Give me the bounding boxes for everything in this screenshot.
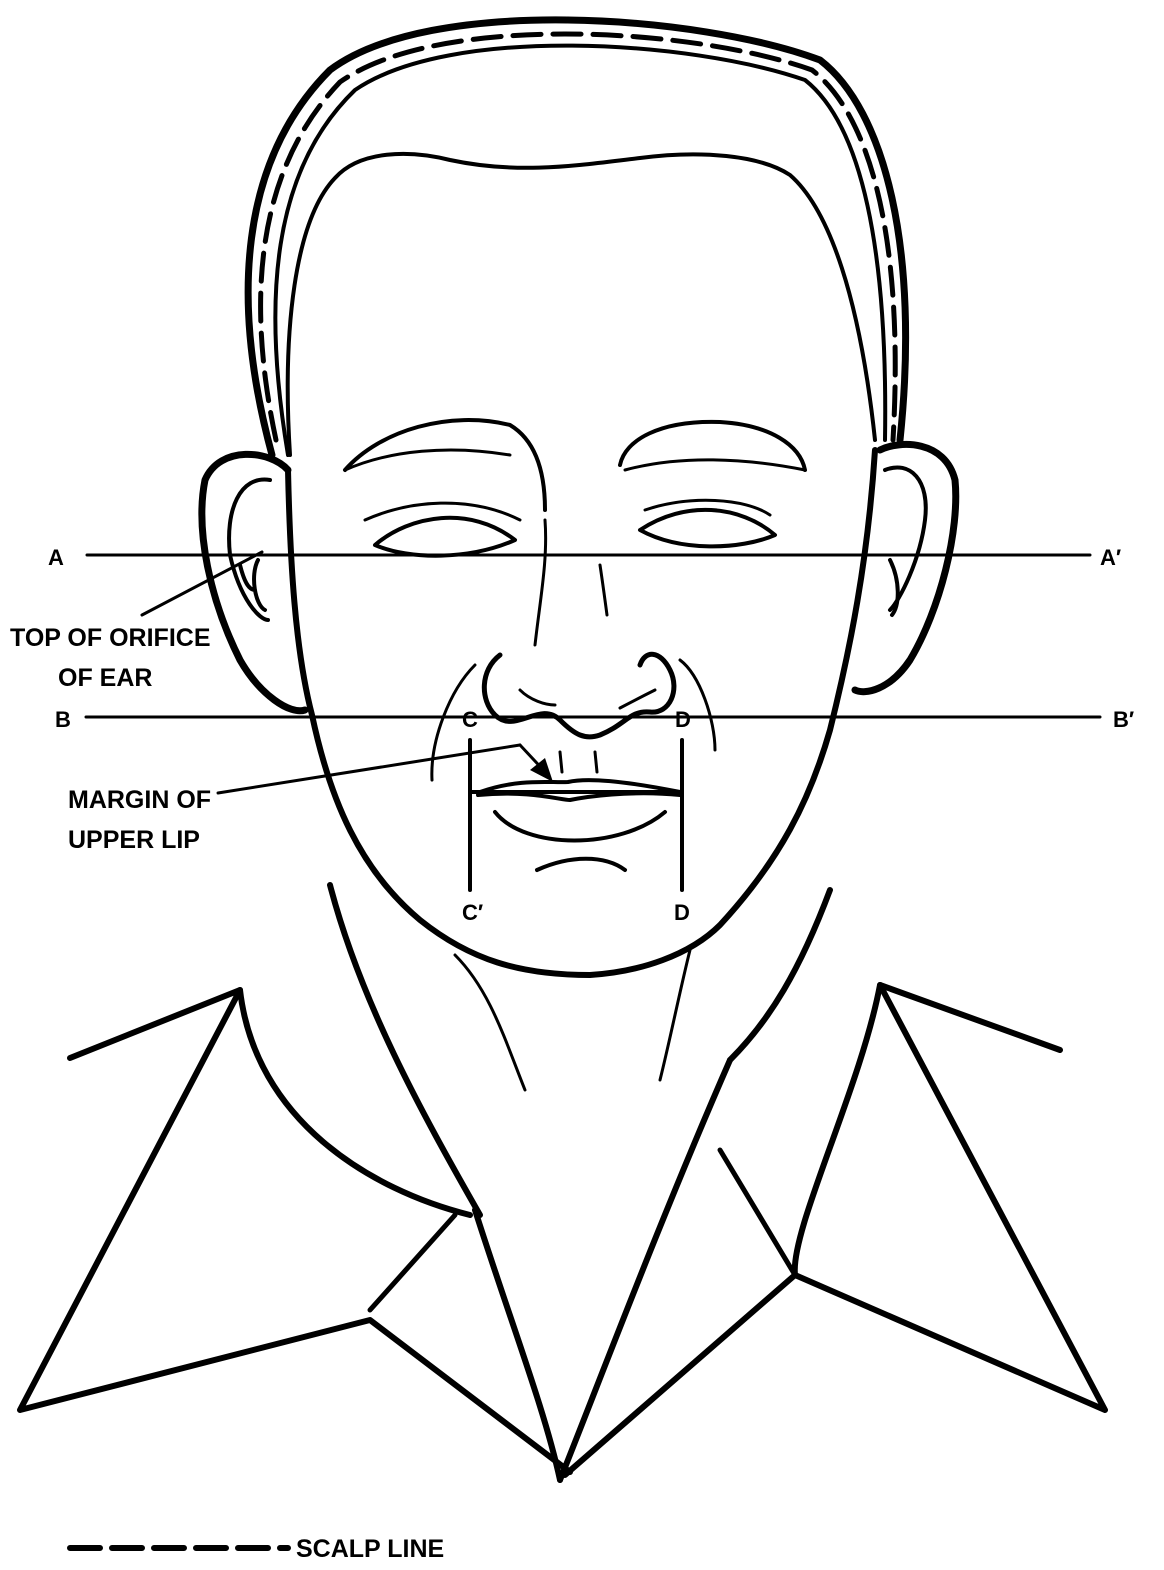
left-eyebrow-lower xyxy=(345,450,510,470)
scalp-legend-label: SCALP LINE xyxy=(296,1535,444,1563)
left-ear-inner xyxy=(229,480,270,620)
right-eye xyxy=(640,510,775,547)
philtrum-right xyxy=(595,752,597,772)
neck-muscle-left xyxy=(455,955,525,1090)
right-eyebrow-lower xyxy=(625,460,805,470)
label-b-prime: B′ xyxy=(1113,707,1134,732)
neck-muscle-right xyxy=(660,950,690,1080)
chin-crease xyxy=(537,859,625,870)
collar-left-fold xyxy=(370,1215,455,1310)
lower-lip xyxy=(495,812,665,841)
mouth-line xyxy=(478,793,680,800)
right-eyelid xyxy=(645,500,770,515)
face-left-side xyxy=(288,450,875,975)
philtrum-left xyxy=(560,752,562,772)
label-b: B xyxy=(55,707,71,732)
label-d: D xyxy=(675,707,691,732)
right-ear-inner xyxy=(885,467,926,610)
label-a: A xyxy=(48,545,64,570)
head-outline xyxy=(248,20,905,455)
collar-right-fold xyxy=(720,1150,795,1275)
right-eyebrow xyxy=(620,422,805,470)
lip-leader-line xyxy=(218,745,520,793)
label-c-prime: C′ xyxy=(462,900,483,925)
lip-label-line1: MARGIN OF xyxy=(68,786,211,814)
label-c: C xyxy=(462,707,478,732)
hair-inner-line xyxy=(275,46,885,455)
lip-label-line2: UPPER LIP xyxy=(68,826,200,854)
neck-v-left xyxy=(475,1210,560,1480)
label-d-lower: D xyxy=(674,900,690,925)
collar-right-outer xyxy=(565,985,1105,1475)
left-eye xyxy=(375,518,515,556)
collar-left-outer xyxy=(20,990,570,1472)
collar-left-inner xyxy=(240,990,470,1215)
right-cheek-fold xyxy=(680,660,715,750)
ear-leader-line xyxy=(142,552,262,615)
left-ear-inner-2 xyxy=(240,560,265,610)
label-a-prime: A′ xyxy=(1100,545,1121,570)
neck-v-right xyxy=(560,1060,730,1480)
left-eyebrow xyxy=(345,420,545,510)
nose-nostril-left xyxy=(520,690,555,705)
nose-bridge-right xyxy=(600,565,607,615)
hairline xyxy=(288,154,875,455)
ear-label-line1: TOP OF ORIFICE xyxy=(10,624,211,652)
neck-right xyxy=(730,890,830,1060)
nose-left-line xyxy=(535,520,546,645)
nose-nostril-right xyxy=(620,690,655,708)
scalp-dashed-line xyxy=(261,34,896,440)
collar-right-inner xyxy=(795,985,880,1275)
ear-label-line2: OF EAR xyxy=(58,664,152,692)
